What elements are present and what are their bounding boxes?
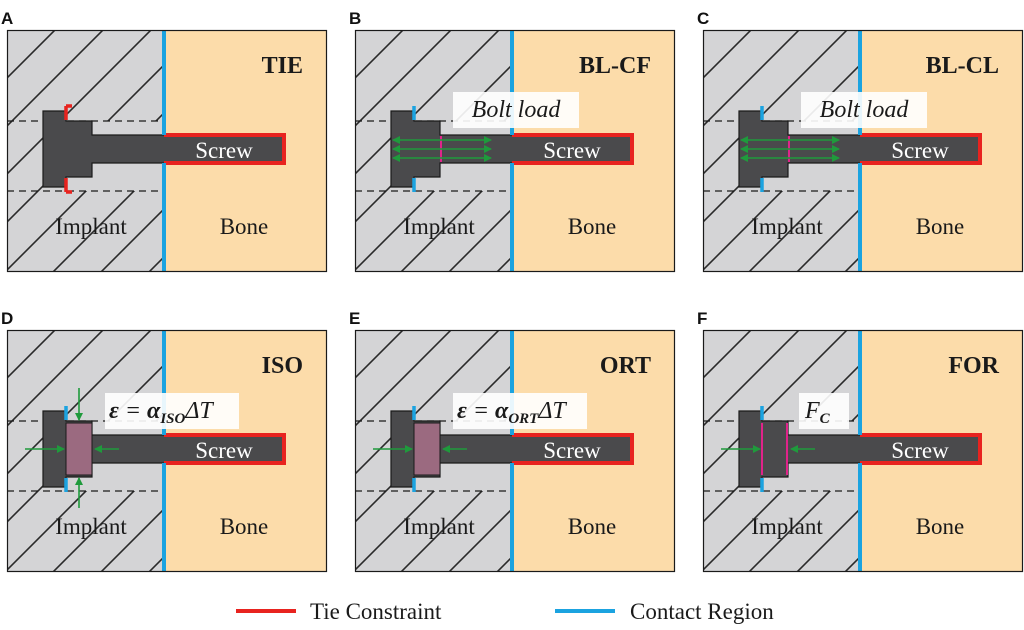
panel-letter: D bbox=[1, 309, 13, 328]
bone-label: Bone bbox=[916, 514, 965, 539]
legend-label: Tie Constraint bbox=[310, 599, 442, 624]
panel-letter: F bbox=[697, 309, 707, 328]
panel-letter: A bbox=[1, 9, 13, 28]
method-label: ORT bbox=[600, 353, 651, 379]
tie-constraint-shaft bbox=[860, 433, 982, 465]
legend-item: Tie Constraint bbox=[236, 599, 442, 624]
method-label: ISO bbox=[262, 353, 303, 379]
legend-label: Contact Region bbox=[630, 599, 774, 624]
screw-label: Screw bbox=[543, 138, 601, 163]
bone-label: Bone bbox=[568, 214, 617, 239]
panel-a: A TIE Implant Bone Screw bbox=[1, 9, 328, 273]
panel-b: B BL-CF Implant Bone Screw Bolt load bbox=[349, 9, 676, 273]
panel-f: F FOR Implant Bone Screw FC bbox=[697, 309, 1024, 573]
tie-constraint-shaft bbox=[164, 133, 286, 165]
screw-label: Screw bbox=[891, 138, 949, 163]
formula-label: ε = αISOΔT bbox=[109, 398, 214, 427]
panel-border bbox=[354, 329, 676, 573]
screw-label: Screw bbox=[195, 138, 253, 163]
force-label: FC bbox=[804, 398, 831, 427]
panel-letter: B bbox=[349, 9, 361, 28]
panel-d: D ISO Implant Bone Screw ε = αISOΔT bbox=[1, 309, 328, 573]
annotation-box bbox=[801, 92, 927, 128]
implant-label: Implant bbox=[403, 514, 475, 539]
panel-letter: E bbox=[349, 309, 360, 328]
method-label: FOR bbox=[948, 353, 999, 379]
formula-box bbox=[799, 393, 849, 429]
method-label: BL-CF bbox=[579, 53, 651, 79]
method-label: BL-CL bbox=[926, 53, 999, 79]
tie-constraint-shaft bbox=[512, 133, 634, 165]
formula-label: ε = αORTΔT bbox=[457, 398, 567, 427]
implant-label: Implant bbox=[55, 214, 127, 239]
panel-border bbox=[6, 29, 328, 273]
panel-body bbox=[703, 330, 1023, 572]
implant-label: Implant bbox=[751, 514, 823, 539]
bolt-load-label: Bolt load bbox=[472, 97, 562, 123]
panel-c: C BL-CL Implant Bone Screw Bolt load bbox=[697, 9, 1024, 273]
legend-item: Contact Region bbox=[555, 599, 774, 624]
formula-box bbox=[453, 393, 587, 429]
panel-body bbox=[7, 30, 327, 272]
method-label: TIE bbox=[262, 53, 303, 79]
implant-label: Implant bbox=[55, 514, 127, 539]
implant-label: Implant bbox=[403, 214, 475, 239]
bone-label: Bone bbox=[220, 214, 269, 239]
implant-label: Implant bbox=[751, 214, 823, 239]
screw-label: Screw bbox=[195, 438, 253, 463]
bone-label: Bone bbox=[220, 514, 269, 539]
panel-border bbox=[702, 29, 1024, 273]
legend: Tie Constraint Contact Region bbox=[236, 599, 774, 624]
panel-body bbox=[355, 330, 675, 572]
screw-label: Screw bbox=[543, 438, 601, 463]
panel-body bbox=[7, 330, 327, 572]
thermal-washer bbox=[65, 422, 93, 476]
panel-border bbox=[702, 329, 1024, 573]
tie-constraint-shaft bbox=[164, 433, 286, 465]
panel-border bbox=[354, 29, 676, 273]
bone-label: Bone bbox=[916, 214, 965, 239]
bolt-load-label: Bolt load bbox=[820, 97, 910, 123]
panel-e: E ORT Implant Bone Screw ε = αORTΔT bbox=[349, 309, 676, 573]
panel-letter: C bbox=[697, 9, 709, 28]
annotation-box bbox=[453, 92, 579, 128]
bone-label: Bone bbox=[568, 514, 617, 539]
panel-border bbox=[6, 329, 328, 573]
formula-box bbox=[105, 393, 239, 429]
thermal-washer bbox=[413, 422, 441, 476]
tie-constraint-shaft bbox=[860, 133, 982, 165]
screw-label: Screw bbox=[891, 438, 949, 463]
tie-constraint-shaft bbox=[512, 433, 634, 465]
